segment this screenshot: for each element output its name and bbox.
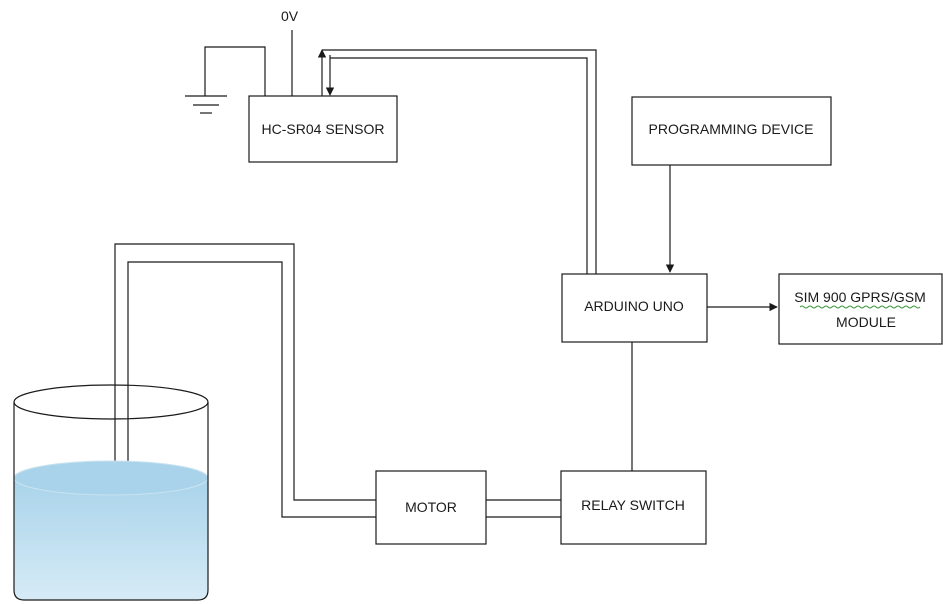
arduino-uno-label: ARDUINO UNO (584, 298, 684, 314)
ground-symbol (185, 46, 266, 114)
zero-volt-label: 0V (281, 8, 299, 24)
relay-switch-block: RELAY SWITCH (560, 470, 707, 545)
arduino-uno-block: ARDUINO UNO (561, 273, 708, 343)
gsm-module-label-line1: SIM 900 GPRS/GSM (794, 289, 925, 305)
programming-device-block: PROGRAMMING DEVICE (631, 96, 832, 166)
gsm-module-label-line2: MODULE (836, 314, 896, 330)
relay-motor-link (486, 499, 561, 518)
motor-block: MOTOR (375, 470, 487, 545)
hc-sr04-sensor-block: HC-SR04 SENSOR (248, 95, 398, 163)
relay-switch-label: RELAY SWITCH (581, 497, 685, 513)
water-tank (13, 384, 209, 601)
programming-device-label: PROGRAMMING DEVICE (649, 121, 814, 137)
water-pipe (114, 243, 376, 518)
hc-sr04-sensor-label: HC-SR04 SENSOR (262, 121, 385, 137)
spellcheck-underline (799, 305, 921, 309)
motor-label: MOTOR (405, 499, 457, 515)
sensor-arduino-link (317, 49, 597, 274)
gsm-module-block: SIM 900 GPRS/GSM MODULE (778, 273, 943, 345)
